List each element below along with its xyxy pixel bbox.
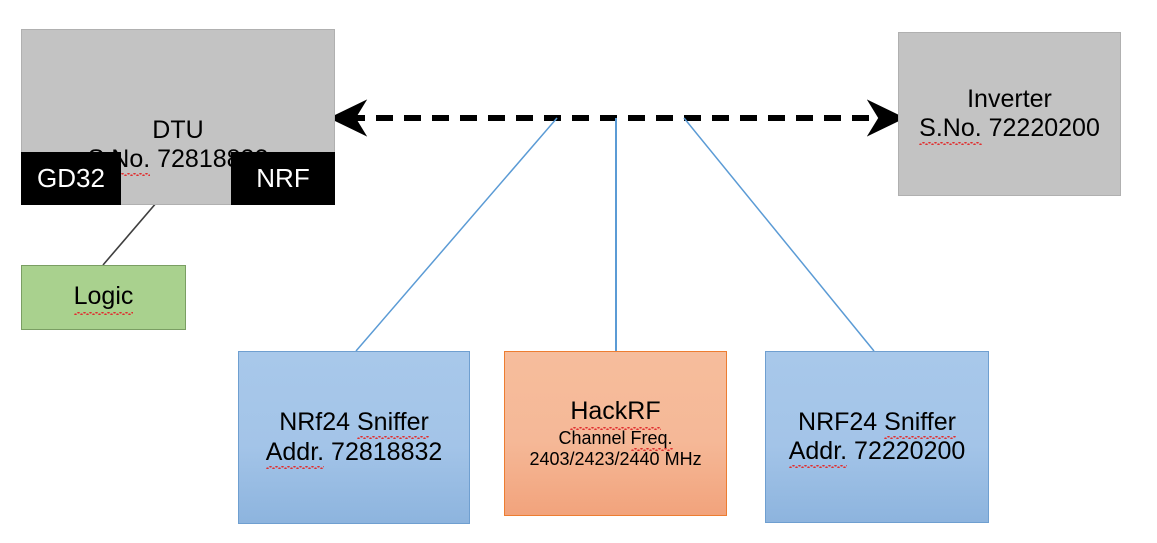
inverter-serial: S.No. 72220200 <box>919 114 1100 144</box>
node-inverter[interactable]: Inverter S.No. 72220200 <box>898 32 1121 196</box>
nrf-label: NRF <box>256 163 310 194</box>
hackrf-frequencies: 2403/2423/2440 MHz <box>529 448 702 469</box>
node-hackrf[interactable]: HackRF Channel Freq. 2403/2423/2440 MHz <box>504 351 727 516</box>
sniffer-right-label-tail: Sniffer <box>884 407 956 436</box>
sniffer-left-address-value: 72818832 <box>331 437 443 466</box>
inverter-serial-prefix: S.No. <box>919 114 982 142</box>
node-sniffer-left[interactable]: NRf24 Sniffer Addr. 72818832 <box>238 351 470 524</box>
logic-label: Logic <box>73 282 133 315</box>
edge-sniffer-left-tap <box>355 117 558 352</box>
sniffer-left-address: Addr. 72818832 <box>266 438 443 468</box>
sniffer-right-address-prefix: Addr. <box>788 437 848 465</box>
sniffer-left-label: NRf24 Sniffer <box>279 408 429 438</box>
sniffer-left-label-tail: Sniffer <box>357 408 429 436</box>
sniffer-right-label-head: NRF24 <box>798 407 885 436</box>
sniffer-right-address: Addr. 72220200 <box>789 437 966 467</box>
hackrf-label: HackRF <box>570 397 661 429</box>
edge-sniffer-right-tap <box>683 117 875 352</box>
node-logic[interactable]: Logic <box>21 265 186 330</box>
gd32-label: GD32 <box>37 163 105 194</box>
node-gd32[interactable]: GD32 <box>21 152 121 205</box>
hackrf-channel-label: Channel Freq. <box>558 428 672 449</box>
dtu-label: DTU <box>152 115 204 144</box>
sniffer-left-address-prefix: Addr. <box>265 437 325 466</box>
node-nrf[interactable]: NRF <box>231 152 335 205</box>
hackrf-channel-label-tail: Freq. <box>630 427 673 448</box>
node-sniffer-right[interactable]: NRF24 Sniffer Addr. 72220200 <box>765 351 989 523</box>
sniffer-right-address-value: 72220200 <box>854 437 966 465</box>
inverter-label: Inverter <box>967 84 1052 113</box>
hackrf-channel-label-head: Channel <box>558 427 631 448</box>
sniffer-left-label-head: NRf24 <box>279 408 357 436</box>
sniffer-right-label: NRF24 Sniffer <box>798 408 956 438</box>
inverter-serial-number: 72220200 <box>988 114 1100 142</box>
